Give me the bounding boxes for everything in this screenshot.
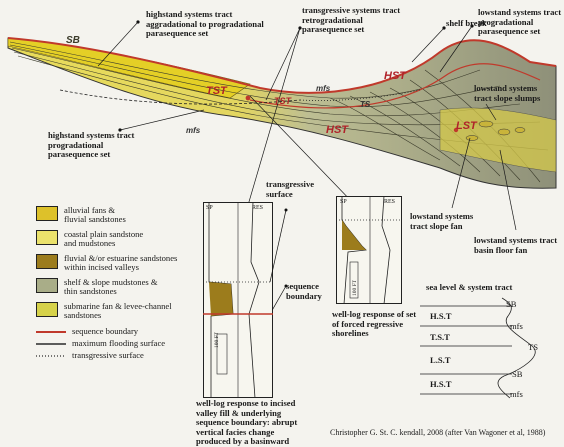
log-right-scale: 100 FT [351, 280, 361, 296]
callout-hst-progradational: highstand systems tract progradational p… [48, 131, 134, 160]
log-left-caption: well-log response to incised valley fill… [196, 399, 297, 447]
sea-level-surface-sb-top: SB [506, 300, 517, 310]
log-left-scale: 100 FT [213, 332, 223, 348]
log-right-sp: SP [340, 198, 347, 208]
hst-low-label: HST [326, 124, 348, 136]
legend-shelf: shelf & slope mudstones &thin sandstones [36, 278, 158, 297]
callout-lst-slope-fan: lowstand systems tract slope fan [410, 212, 473, 231]
log-left-sp: SP [206, 204, 213, 214]
log-right-res: RES [384, 198, 395, 208]
coastal-swatch [36, 230, 58, 245]
sequence-boundary-key [36, 329, 66, 335]
legend-alluvial: alluvial fans &fluvial sandstones [36, 206, 126, 225]
sea-level-surface-sb-bottom: SB [512, 370, 523, 380]
callout-hst-aggradational: highstand systems tract aggradational to… [146, 10, 264, 39]
mfs-key [36, 341, 66, 347]
sea-level-tract-lst: L.S.T [430, 356, 451, 366]
well-log-right [336, 196, 402, 304]
lst-label: LST [456, 120, 477, 132]
sea-level-surface-mfs-top: mfs [510, 322, 523, 332]
sea-level-surface-mfs-bottom: mfs [510, 390, 523, 400]
mfs-a-label: mfs [316, 84, 330, 93]
alluvial-swatch [36, 206, 58, 221]
submarine-swatch [36, 302, 58, 317]
figure-credit: Christopher G. St. C. kendall, 2008 (aft… [330, 428, 545, 437]
tst-mid-label: TST [274, 96, 291, 106]
mfs-b-label: mfs [186, 126, 200, 135]
sb-label: SB [66, 35, 80, 46]
callout-lst-slope-slumps: lowstand systems tract slope slumps [474, 84, 540, 103]
legend-ts: transgressive surface [36, 351, 144, 360]
hst-top-label: HST [384, 70, 406, 82]
callout-lst-basin-floor-fan: lowstand systems tract basin floor fan [474, 236, 557, 255]
tst-left-label: TST [206, 85, 227, 97]
shelf-swatch [36, 278, 58, 293]
ts-label: TS [360, 100, 370, 109]
legend-mfs: maximum flooding surface [36, 339, 165, 348]
legend-sequence-boundary: sequence boundary [36, 327, 138, 336]
sea-level-tract-hst-top: H.S.T [430, 312, 452, 322]
sea-level-tract-hst-bottom: H.S.T [430, 380, 452, 390]
sea-level-tract-tst: T.S.T [430, 333, 450, 343]
sea-level-surface-ts: TS [528, 343, 538, 353]
callout-tst-retrogradational: transgressive systems tract retrogradati… [302, 6, 400, 35]
ts-key [36, 353, 66, 359]
log-right-caption: well-log response of set of forced regre… [332, 310, 416, 339]
sea-level-title: sea level & system tract [426, 283, 512, 293]
callout-lst-progradational: lowstand systems tract progradational pa… [478, 8, 561, 37]
fluvial-swatch [36, 254, 58, 269]
